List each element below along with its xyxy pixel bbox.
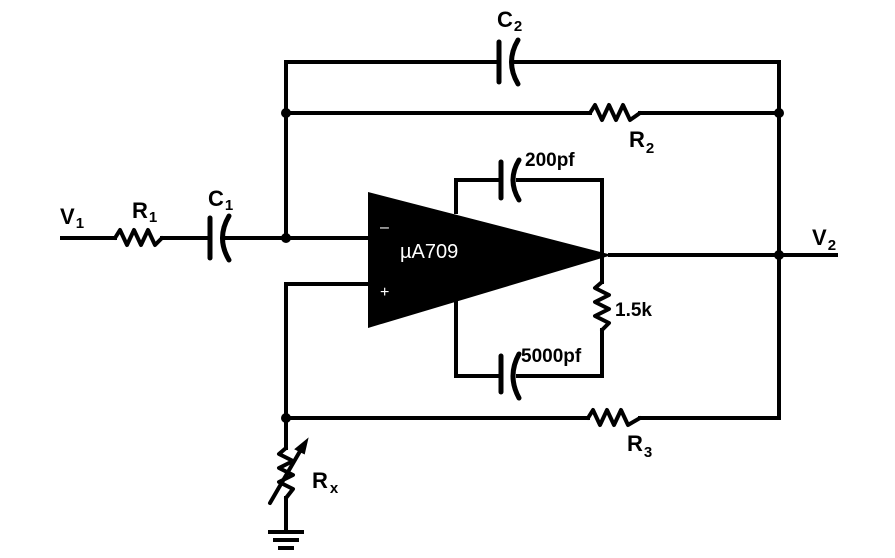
resistor-r3-zigzag [586,408,642,427]
label-r2: R2 [629,127,654,157]
capacitor-200pf [498,157,522,203]
resistor-r3 [586,408,642,427]
label-r3: R3 [627,431,652,461]
opamp: – + µA709 [368,192,612,328]
capacitor-5000pf [498,351,522,401]
resistor-1k5-zigzag [593,280,611,332]
wires [60,60,838,534]
ground-icon [268,530,304,550]
capacitor-c2 [496,37,521,87]
opamp-noninverting-pin: + [380,284,389,301]
variable-arrow-shaft [268,444,305,505]
label-v2: V2 [812,225,836,254]
label-5000pf: 5000pf [521,346,582,367]
junction-noninverting [281,413,291,423]
opamp-part-label: µA709 [400,241,458,263]
opamp-inverting-pin: – [380,219,389,236]
junction-output [774,250,784,260]
capacitor-c1 [207,213,232,263]
junction-r2-left [281,108,291,118]
label-r1: R1 [132,198,157,226]
label-1k5: 1.5k [615,300,652,321]
junction-inverting [281,233,291,243]
capacitor-c2-curved-plate [509,37,521,87]
capacitor-200pf-curved-plate [510,157,522,203]
junction-r2-right [774,108,784,118]
label-v1: V1 [60,204,84,232]
label-200pf: 200pf [525,150,575,171]
variable-arrow-head-icon [294,437,309,455]
resistor-1k5 [593,280,611,332]
resistor-r2 [588,103,642,122]
variable-resistor-rx [268,437,309,505]
label-c1: C1 [208,186,233,214]
capacitor-5000pf-curved-plate [510,351,522,401]
label-c2: C2 [497,7,522,35]
resistor-r2-zigzag [588,103,642,122]
capacitor-c1-curved-plate [220,213,232,263]
resistor-r1 [113,228,164,247]
junctions [281,108,784,423]
opamp-triangle [368,192,612,328]
resistor-r1-zigzag [113,228,164,247]
